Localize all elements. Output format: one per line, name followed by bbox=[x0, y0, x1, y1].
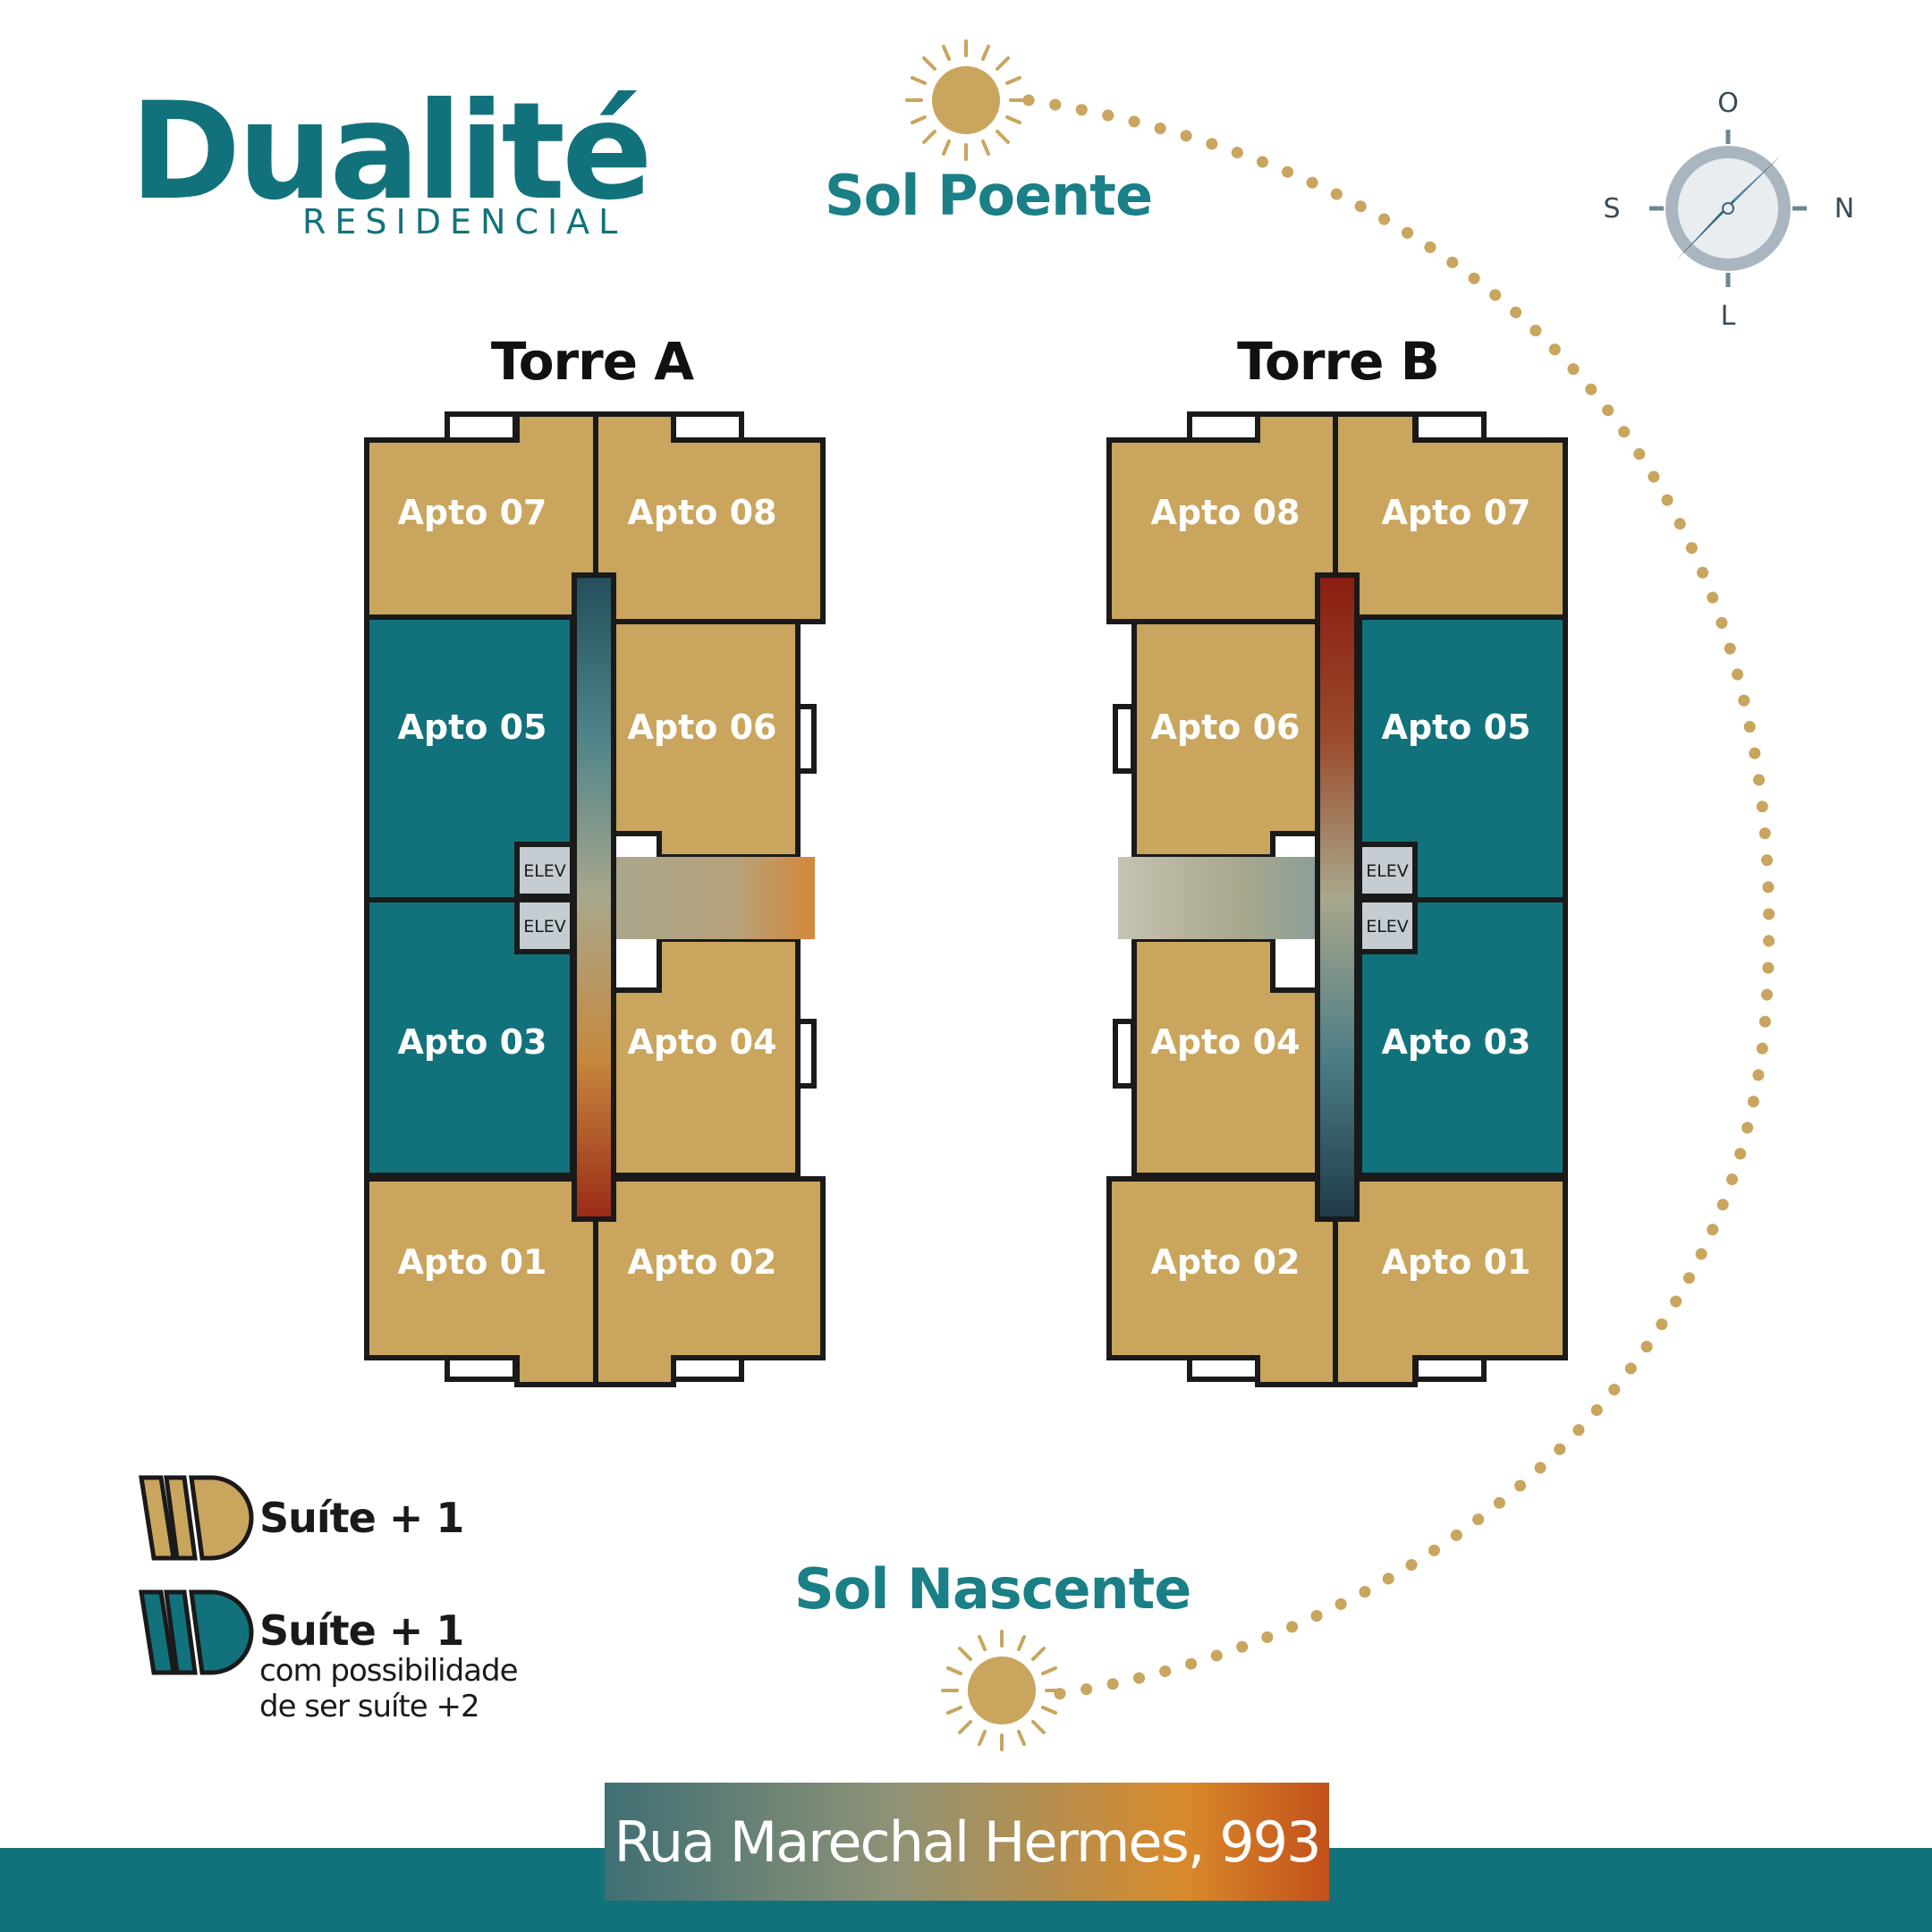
corridor-tower-b bbox=[1315, 572, 1360, 1222]
sunrise-sun-icon bbox=[941, 1630, 1063, 1751]
sunrise-label: Sol Nascente bbox=[794, 1556, 1191, 1622]
unit-label: Apto 02 bbox=[1151, 1242, 1301, 1282]
elevator-label: ELEV bbox=[1366, 861, 1409, 881]
unit-label: Apto 01 bbox=[398, 1242, 547, 1282]
corridor-arm-tower-a bbox=[614, 857, 815, 939]
elevator-label: ELEV bbox=[1366, 917, 1409, 936]
compass-letter-right: N bbox=[1834, 193, 1855, 225]
compass-letter-bottom: L bbox=[1720, 301, 1736, 332]
elevator-tower-a-2 bbox=[514, 897, 575, 954]
unit-label: Apto 03 bbox=[398, 1022, 547, 1062]
unit-labels: Apto 07 Apto 08 Apto 05 Apto 06 Apto 03 … bbox=[398, 493, 1531, 1282]
unit-label: Apto 03 bbox=[1382, 1022, 1531, 1062]
legend-icon-teal bbox=[139, 1589, 254, 1675]
tower-a-title: Torre A bbox=[490, 331, 694, 392]
unit-tower-b-apto-02 bbox=[1106, 1176, 1338, 1387]
sun-path bbox=[1022, 94, 1775, 1701]
unit-label: Apto 07 bbox=[398, 493, 547, 532]
elevator-tower-b-2 bbox=[1357, 897, 1418, 954]
compass-letter-top: O bbox=[1717, 88, 1739, 119]
unit-label: Apto 08 bbox=[628, 493, 777, 532]
unit-label: Apto 05 bbox=[1382, 708, 1531, 747]
unit-tower-b-apto-01 bbox=[1333, 1176, 1568, 1387]
legend-icon-gold bbox=[139, 1475, 254, 1561]
tower-b-title: Torre B bbox=[1237, 331, 1440, 392]
elevator-tower-b-1 bbox=[1357, 842, 1418, 899]
unit-label: Apto 05 bbox=[398, 708, 547, 747]
sunset-sun-icon bbox=[905, 39, 1027, 161]
elevator-tower-a-1 bbox=[514, 842, 575, 899]
legend-sub-1: com possibilidade bbox=[259, 1653, 519, 1689]
unit-label: Apto 06 bbox=[628, 708, 777, 747]
compass-letter-left: S bbox=[1603, 193, 1621, 225]
corridor-arm-tower-b bbox=[1118, 857, 1319, 939]
elevator-label: ELEV bbox=[523, 861, 566, 881]
unit-label: Apto 06 bbox=[1151, 708, 1301, 747]
unit-label: Apto 04 bbox=[1151, 1022, 1301, 1062]
unit-tower-a-apto-02 bbox=[593, 1176, 826, 1387]
address-text: Rua Marechal Hermes, 993 bbox=[614, 1809, 1321, 1875]
logo-wordmark: Dualité bbox=[130, 74, 653, 230]
tower-a-plan bbox=[364, 411, 826, 1387]
address-banner: Rua Marechal Hermes, 993 bbox=[605, 1783, 1329, 1901]
legend-sub-2: de ser suíte +2 bbox=[259, 1689, 480, 1724]
compass-icon bbox=[1649, 130, 1807, 287]
tower-b-plan bbox=[1106, 411, 1568, 1387]
sunset-label: Sol Poente bbox=[825, 163, 1153, 228]
elevator-labels: ELEV ELEV ELEV ELEV bbox=[523, 861, 1409, 936]
legend-label-teal: Suíte + 1 bbox=[259, 1606, 464, 1655]
unit-label: Apto 04 bbox=[628, 1022, 777, 1062]
unit-label: Apto 07 bbox=[1382, 493, 1531, 532]
elevator-label: ELEV bbox=[523, 917, 566, 936]
unit-tower-a-apto-01 bbox=[364, 1176, 598, 1387]
corridor-tower-a bbox=[572, 572, 616, 1222]
unit-label: Apto 02 bbox=[628, 1242, 777, 1282]
unit-label: Apto 01 bbox=[1382, 1242, 1531, 1282]
legend-label-gold: Suíte + 1 bbox=[259, 1494, 464, 1542]
logo-subtitle: RESIDENCIAL bbox=[302, 202, 627, 242]
unit-label: Apto 08 bbox=[1151, 493, 1301, 532]
